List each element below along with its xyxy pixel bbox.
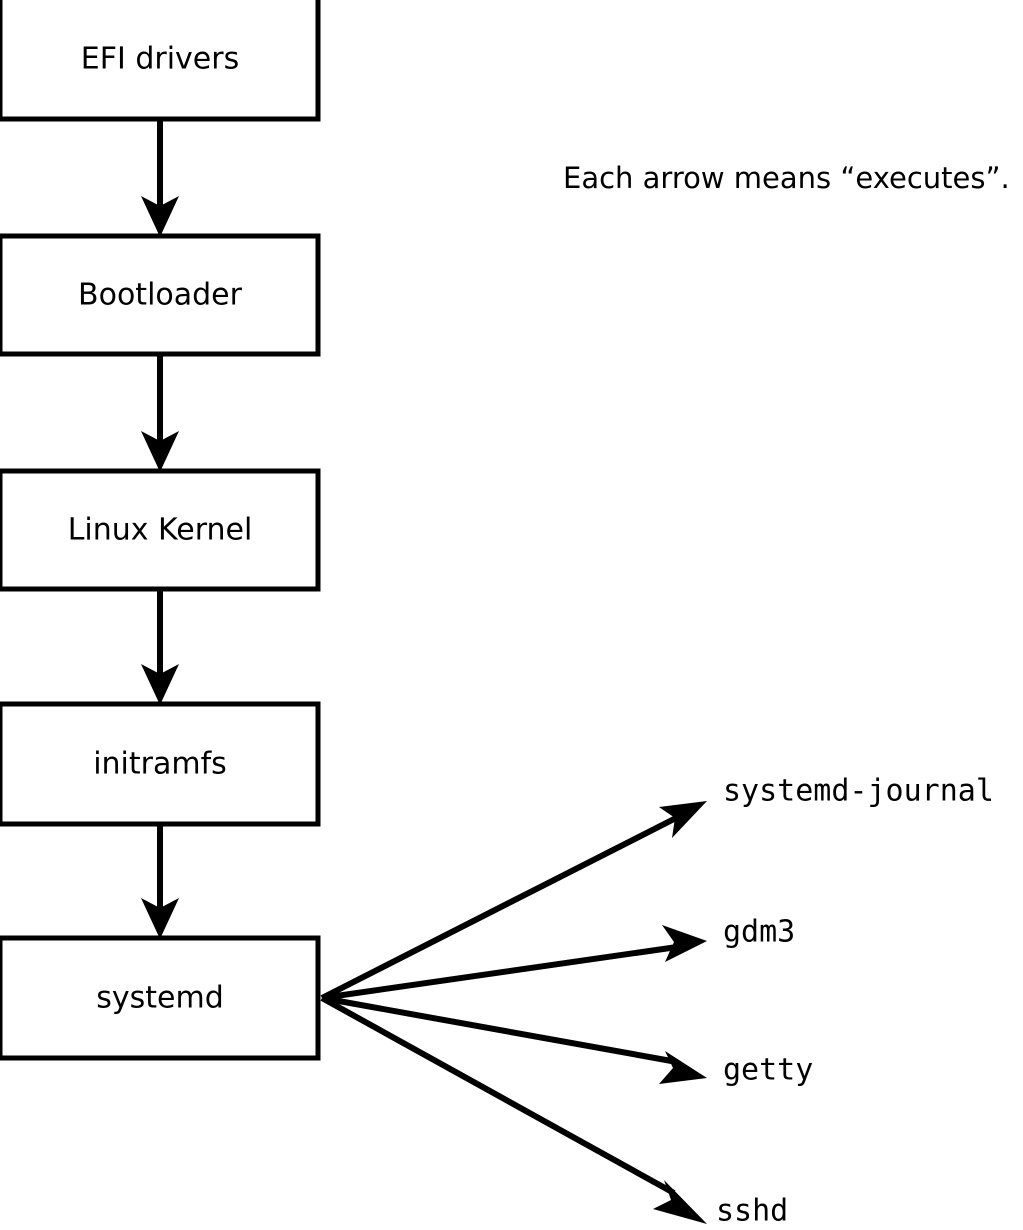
arrow-efi-to-bootloader: [141, 119, 179, 237]
arrow-head-icon: [662, 925, 707, 962]
node-label: EFI drivers: [81, 42, 239, 77]
service-label-gdm3: gdm3: [723, 915, 795, 950]
service-arrows-group: [320, 801, 707, 1224]
node-box: [0, 233, 321, 357]
arrow-systemd-to-getty: [321, 995, 707, 1084]
node-label: systemd: [96, 981, 224, 1016]
arrow-head-icon: [653, 1180, 707, 1224]
service-label-sshd: sshd: [716, 1194, 788, 1229]
arrow-kernel-to-initramfs: [141, 589, 179, 705]
arrow-head-icon: [659, 801, 707, 838]
arrow-head-icon: [141, 898, 179, 939]
arrow-head-icon: [659, 1051, 707, 1084]
node-box: [0, 0, 321, 122]
arrow-bootloader-to-kernel: [141, 354, 179, 472]
legend-text: Each arrow means “executes”.: [563, 161, 1010, 195]
arrow-shaft: [320, 995, 676, 1196]
node-linux-kernel[interactable]: Linux Kernel: [0, 468, 321, 592]
arrow-initramfs-to-systemd: [141, 824, 179, 939]
node-label: Bootloader: [78, 278, 243, 313]
boot-chain-group: EFI drivers Bootloader Linux Kernel init…: [0, 0, 321, 1061]
node-box: [0, 935, 321, 1061]
arrow-systemd-to-sshd: [320, 995, 707, 1224]
arrow-head-icon: [141, 196, 179, 237]
service-label-getty: getty: [723, 1053, 813, 1088]
node-efi-drivers[interactable]: EFI drivers: [0, 0, 321, 122]
arrow-head-icon: [141, 431, 179, 472]
node-label: initramfs: [93, 747, 227, 782]
service-label-systemd-journal: systemd-journal: [723, 774, 994, 809]
arrow-shaft: [321, 944, 678, 1001]
arrow-shaft: [320, 815, 678, 1001]
chain-arrows-group: [141, 119, 179, 939]
node-systemd[interactable]: systemd: [0, 935, 321, 1061]
service-labels-group: systemd-journal gdm3 getty sshd: [716, 774, 994, 1229]
node-initramfs[interactable]: initramfs: [0, 701, 321, 827]
arrow-systemd-to-gdm3: [321, 925, 707, 1001]
arrow-head-icon: [141, 664, 179, 705]
arrow-shaft: [321, 995, 678, 1065]
node-bootloader[interactable]: Bootloader: [0, 233, 321, 357]
arrow-systemd-to-systemd-journal: [320, 801, 707, 1001]
node-label: Linux Kernel: [68, 513, 253, 548]
